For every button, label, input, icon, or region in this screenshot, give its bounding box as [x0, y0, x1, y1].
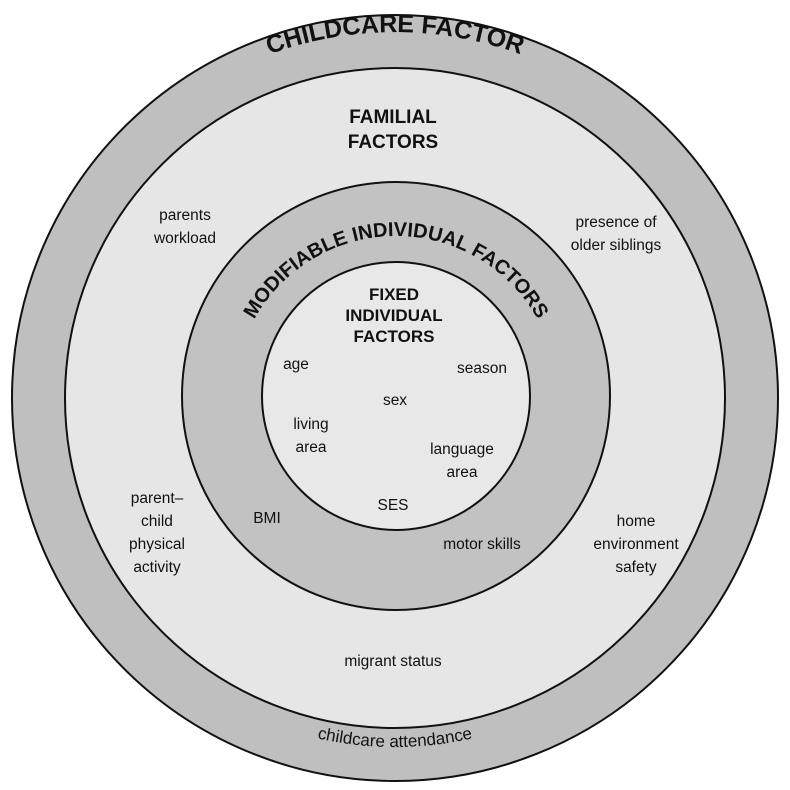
bmi-label: BMI [253, 510, 281, 527]
parent-child-activity-4: activity [133, 559, 181, 576]
language-area-1: language [430, 441, 494, 458]
older-siblings-2: older siblings [571, 237, 662, 254]
parent-child-activity-1: parent– [131, 490, 184, 507]
sex-label: sex [383, 392, 407, 409]
ses-label: SES [377, 497, 408, 514]
parents-workload-2: workload [153, 230, 216, 247]
living-area-2: area [295, 439, 326, 456]
familial-title-2: FACTORS [348, 132, 438, 153]
older-siblings-1: presence of [576, 214, 658, 231]
home-safety-1: home [617, 513, 656, 530]
fixed-core [261, 261, 531, 531]
age-label: age [283, 356, 309, 373]
fixed-title-2: INDIVIDUAL [345, 306, 442, 325]
parent-child-activity-3: physical [129, 536, 185, 553]
home-safety-2: environment [593, 536, 679, 553]
fixed-title-3: FACTORS [354, 327, 435, 346]
parents-workload-1: parents [159, 207, 211, 224]
fixed-title-1: FIXED [369, 285, 419, 304]
parent-child-activity-2: child [141, 513, 173, 530]
familial-title-1: FAMILIAL [349, 107, 437, 128]
home-safety-3: safety [615, 559, 657, 576]
motor-skills-label: motor skills [443, 536, 521, 553]
season-label: season [457, 360, 507, 377]
migrant-status-label: migrant status [344, 653, 442, 670]
language-area-2: area [446, 464, 477, 481]
living-area-1: living [293, 416, 328, 433]
